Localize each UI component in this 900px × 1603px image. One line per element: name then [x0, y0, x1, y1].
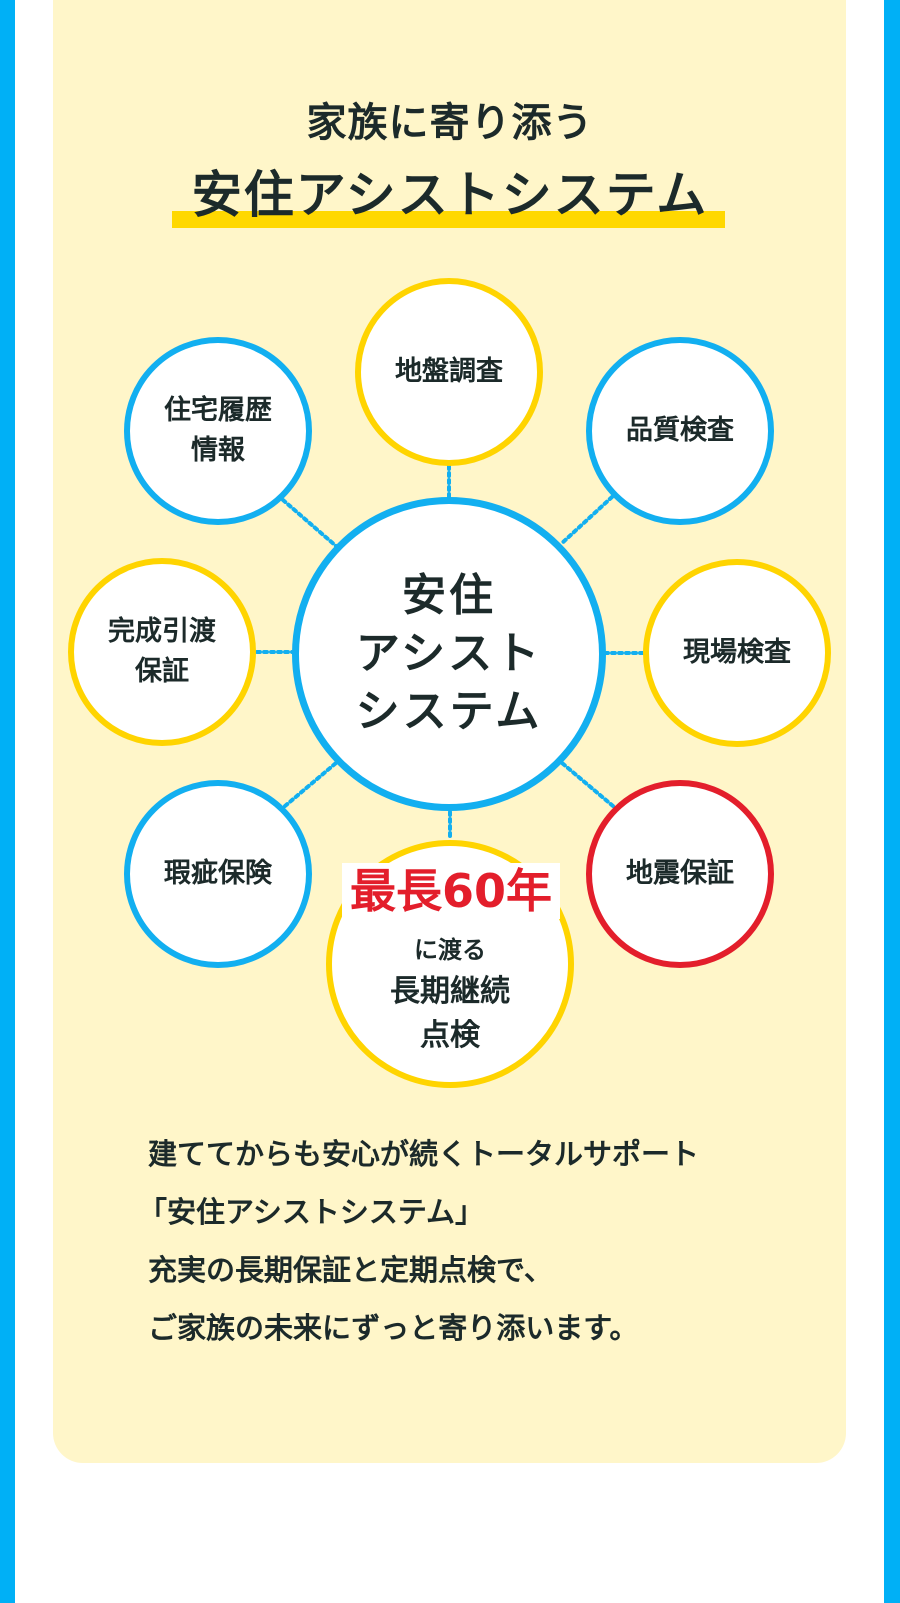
circle-housing-history: 住宅履歴 情報 — [124, 337, 312, 525]
heading-highlight-underline — [172, 211, 725, 228]
label-long-term-line-2: 長期継続 — [390, 974, 510, 1009]
description-line-1: 建ててからも安心が続くトータルサポート — [148, 1137, 700, 1171]
center-line-1: 安住 — [402, 570, 496, 621]
heading-subtitle: 家族に寄り添う — [306, 100, 594, 146]
circle-completion-guarantee: 完成引渡 保証 — [68, 558, 256, 746]
long-term-inspection-text: に渡る 長期継続 点検 — [390, 930, 510, 1058]
label-housing-history-line-2: 情報 — [191, 435, 245, 466]
label-long-term-line-3: 点検 — [420, 1018, 480, 1053]
label-completion-guarantee-line-2: 保証 — [135, 656, 189, 687]
max-60-years-badge: 最長60年 — [342, 863, 560, 919]
label-completion-guarantee-line-1: 完成引渡 — [108, 616, 216, 647]
circle-ground-survey: 地盤調査 — [355, 278, 543, 466]
description-line-3: 充実の長期保証と定期点検で、 — [148, 1253, 553, 1287]
heading-title: 安住アシストシステム — [191, 166, 709, 224]
connector-quality-inspection — [559, 495, 614, 546]
circle-quality-inspection: 品質検査 — [586, 337, 774, 525]
description-line-2: 「安住アシストシステム」 — [138, 1195, 484, 1229]
connector-housing-history — [281, 498, 338, 548]
description-text: 建ててからも安心が続くトータルサポート 「安住アシストシステム」 充実の長期保証… — [138, 1125, 808, 1357]
connector-earthquake-guarantee — [560, 761, 615, 808]
label-site-inspection: 現場検査 — [683, 637, 791, 668]
label-earthquake-guarantee: 地震保証 — [626, 858, 734, 889]
label-ground-survey: 地盤調査 — [395, 356, 503, 387]
label-defect-insurance: 瑕疵保険 — [164, 858, 272, 889]
center-line-2: アシスト — [355, 628, 543, 679]
label-quality-inspection: 品質検査 — [626, 415, 734, 446]
circle-site-inspection: 現場検査 — [643, 559, 831, 747]
connector-defect-insurance — [283, 761, 338, 808]
center-line-3: システム — [355, 686, 543, 737]
center-circle-assist-system: 安住 アシスト システム — [292, 497, 606, 811]
description-line-4: ご家族の未来にずっと寄り添います。 — [148, 1311, 639, 1345]
circle-earthquake-guarantee: 地震保証 — [586, 780, 774, 968]
label-housing-history-line-1: 住宅履歴 — [164, 395, 272, 426]
circle-defect-insurance: 瑕疵保険 — [124, 780, 312, 968]
right-side-bar — [884, 0, 900, 1603]
label-long-term-line-1: に渡る — [414, 936, 486, 964]
left-side-bar — [0, 0, 15, 1603]
